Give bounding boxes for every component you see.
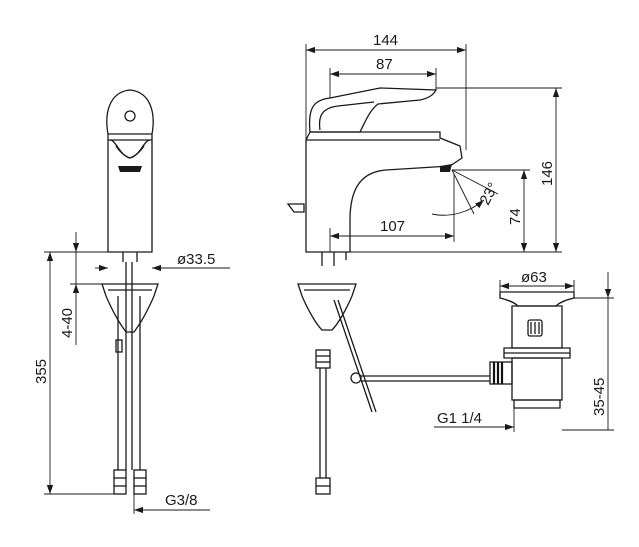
front-dimensions: ø33.5 4-40 355 G3/8 bbox=[33, 232, 230, 514]
width-total-label: 144 bbox=[373, 32, 398, 49]
front-body bbox=[107, 134, 153, 253]
shank-diameter-label: ø33.5 bbox=[177, 251, 215, 268]
spout-reach-label: 107 bbox=[380, 218, 405, 235]
waste-diameter-label: ø63 bbox=[521, 269, 547, 286]
side-popup-knob bbox=[286, 203, 305, 213]
front-lever-screw bbox=[124, 110, 136, 122]
side-lever bbox=[308, 87, 438, 133]
side-mounting-bracket bbox=[297, 283, 357, 331]
waste-adjust-label: 35-45 bbox=[591, 378, 608, 416]
waste-body-lower bbox=[511, 357, 563, 401]
side-view bbox=[286, 87, 490, 495]
front-hose-nut-right bbox=[133, 469, 147, 495]
front-collar bbox=[109, 139, 151, 159]
mount-thickness-label: 4-40 bbox=[59, 308, 76, 338]
front-view bbox=[101, 89, 159, 495]
waste-thread-label: G1 1/4 bbox=[437, 410, 482, 427]
height-total-label: 146 bbox=[539, 161, 556, 186]
side-dimensions: 144 87 146 74 107 23° bbox=[305, 32, 562, 253]
spout-height-label: 74 bbox=[507, 208, 524, 225]
spout-angle-label: 23° bbox=[477, 180, 503, 208]
front-hose-nut-left bbox=[113, 469, 127, 495]
side-aerator bbox=[440, 164, 452, 172]
waste-body-upper bbox=[511, 305, 563, 349]
waste-dimensions: ø63 35-45 G1 1/4 bbox=[434, 269, 614, 432]
hose-length-label: 355 bbox=[33, 359, 50, 384]
waste-valve bbox=[489, 291, 575, 409]
lever-length-label: 87 bbox=[376, 56, 393, 73]
waste-tail bbox=[513, 399, 561, 409]
waste-flange bbox=[499, 291, 575, 307]
waste-nut bbox=[503, 347, 571, 359]
hose-thread-label: G3/8 bbox=[165, 492, 198, 509]
waste-slot bbox=[527, 319, 543, 337]
side-pivot-ball bbox=[350, 372, 362, 384]
front-lever-head bbox=[106, 89, 154, 135]
front-aerator bbox=[118, 166, 142, 172]
front-mounting-bracket bbox=[101, 283, 159, 333]
